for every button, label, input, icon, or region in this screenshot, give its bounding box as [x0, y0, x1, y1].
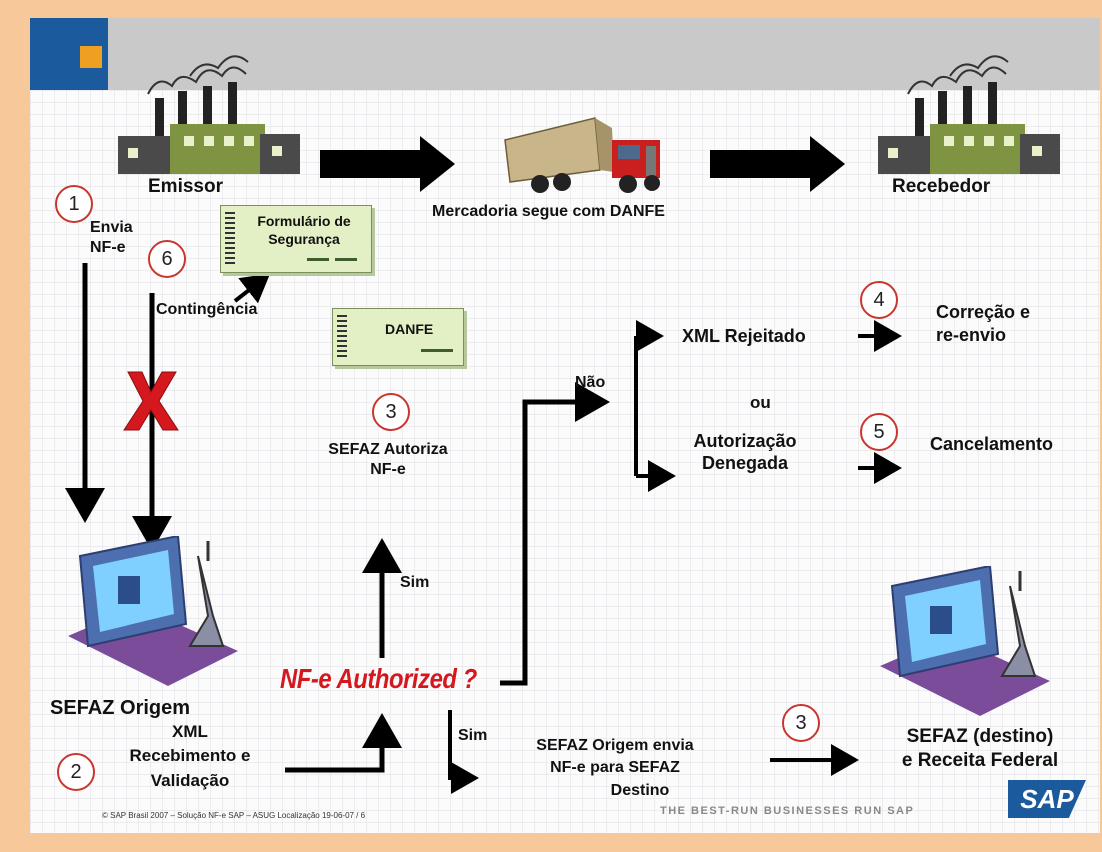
mercadoria-label: Mercadoria segue com DANFE	[432, 203, 665, 220]
danfe-doc: DANFE	[332, 308, 464, 366]
cancelamento-label: Cancelamento	[930, 434, 1054, 454]
xml-rejeitado-label: XML Rejeitado	[682, 326, 806, 346]
sefaz-envia-label-3: Destino	[610, 782, 670, 799]
danfe-label: DANFE	[385, 321, 434, 337]
correcao-label-2: re-envio	[936, 325, 1007, 345]
decision-authorized-question: NF-e Authorized ?	[280, 663, 477, 694]
contingencia-label: Contingência	[156, 301, 258, 318]
autorizacao-denegada-label-1: Autorização	[693, 431, 797, 451]
slide: Formulário de Segurança DANFE 1 6 3 4 5 …	[30, 18, 1100, 833]
sefaz-destino-computer-icon	[880, 566, 1050, 716]
envia-label-1: Envia	[90, 219, 133, 236]
header-logo-orange	[80, 46, 102, 68]
envia-label-2: NF-e	[90, 239, 126, 256]
arrow-contingencia-formulario	[233, 273, 271, 304]
step-circle-6: 6	[148, 240, 186, 278]
red-x-icon	[123, 371, 179, 431]
sefaz-destino-label-1: SEFAZ (destino)	[906, 726, 1054, 747]
sefaz-origem-label: SEFAZ Origem	[50, 697, 191, 719]
doc-strip	[225, 212, 235, 266]
autorizacao-denegada-label-2: Denegada	[701, 453, 789, 473]
footer-tagline: THE BEST-RUN BUSINESSES RUN SAP	[660, 805, 915, 817]
arrow-nao-branch	[500, 382, 610, 686]
sim-up-label: Sim	[400, 574, 430, 591]
big-arrow-truck-recebedor	[710, 136, 845, 192]
step-circle-1: 1	[55, 185, 93, 223]
xml-validacao-label-1: XML	[172, 722, 208, 741]
factory-emissor-icon	[118, 55, 300, 174]
xml-validacao-label-3: Validação	[150, 771, 230, 790]
sefaz-destino-label-2: e Receita Federal	[901, 750, 1059, 771]
sim-down-label: Sim	[458, 727, 488, 744]
doc-strip	[337, 315, 347, 359]
arrow-validacao-to-decision	[285, 713, 402, 773]
step-circle-5: 5	[860, 413, 898, 451]
truck-icon	[504, 117, 660, 193]
flow-arrows	[65, 136, 902, 794]
factory-recebedor-icon	[878, 55, 1060, 174]
doc-dash	[335, 258, 357, 261]
step-circle-4: 4	[860, 281, 898, 319]
sefaz-origem-computer-icon	[68, 536, 238, 686]
header-bar	[108, 18, 1100, 90]
big-arrow-emissor-truck	[320, 136, 455, 192]
step-circle-2: 2	[57, 753, 95, 791]
sefaz-envia-label-2: NF-e para SEFAZ	[550, 759, 680, 776]
emissor-label: Emissor	[148, 176, 223, 197]
sefaz-autoriza-label-1: SEFAZ Autoriza	[328, 441, 448, 458]
footer-copyright: © SAP Brasil 2007 – Solução NF-e SAP – A…	[102, 811, 366, 820]
formulario-label-2: Segurança	[268, 231, 340, 247]
xml-validacao-label-2: Recebimento e	[129, 746, 251, 765]
step-circle-3-authorize: 3	[372, 393, 410, 431]
recebedor-label: Recebedor	[892, 176, 991, 197]
doc-dash	[307, 258, 329, 261]
sefaz-envia-label-1: SEFAZ Origem envia	[536, 737, 694, 754]
step-circle-3-destino: 3	[782, 704, 820, 742]
doc-dash	[421, 349, 453, 352]
arrow-sim-down	[448, 710, 479, 794]
correcao-label-1: Correção e	[936, 302, 1031, 322]
ou-label: ou	[750, 393, 771, 412]
formulario-label-1: Formulário de	[257, 213, 351, 229]
sap-logo: SAP	[1008, 780, 1086, 818]
nao-label: Não	[575, 374, 606, 391]
sefaz-autoriza-label-2: NF-e	[370, 461, 406, 478]
formulario-seguranca-doc: Formulário de Segurança	[220, 205, 372, 273]
